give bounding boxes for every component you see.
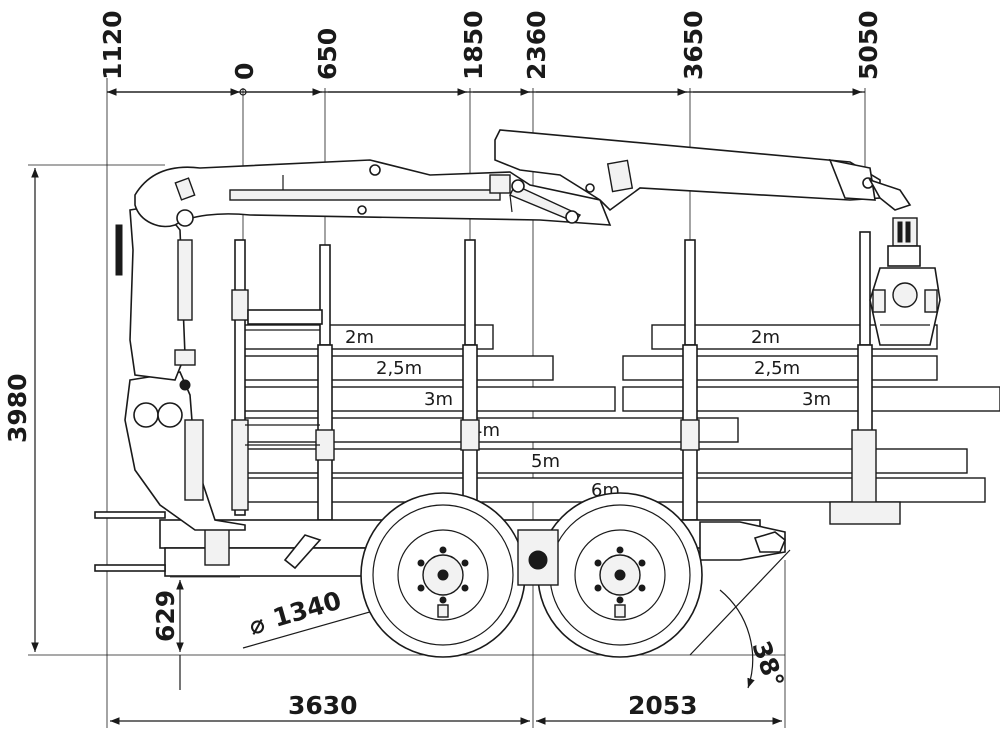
bottom-dimensions: 3630 2053 bbox=[110, 691, 782, 725]
log-label-3m-rear: 3m bbox=[802, 389, 831, 410]
boom-cylinder bbox=[489, 174, 511, 194]
stake-4 bbox=[680, 239, 700, 521]
log-label-5m: 5m bbox=[531, 451, 560, 472]
rear-light bbox=[753, 531, 786, 553]
crane-outer-boom bbox=[494, 129, 912, 212]
height-dimension: 3980 bbox=[3, 168, 39, 652]
log-label-3m-front: 3m bbox=[424, 389, 453, 410]
departure-angle-annotation: 38° bbox=[689, 549, 791, 691]
log-label-25m-rear: 2,5m bbox=[754, 358, 800, 379]
front-wheel bbox=[360, 492, 526, 658]
stake-5 bbox=[851, 231, 877, 521]
bogie-axle bbox=[517, 529, 559, 586]
log-label-2m-rear: 2m bbox=[751, 327, 780, 348]
stakes bbox=[231, 231, 877, 521]
stake-1 bbox=[231, 239, 249, 516]
dim-label-3630: 3630 bbox=[288, 691, 358, 720]
crane-column bbox=[115, 204, 246, 531]
stake-3 bbox=[460, 239, 480, 521]
grapple bbox=[869, 217, 941, 346]
drawbar bbox=[94, 511, 166, 519]
column-cylinder bbox=[177, 239, 193, 321]
diameter-symbol: ⌀ bbox=[246, 609, 268, 641]
log-25m-rear bbox=[622, 355, 938, 381]
crane-main-boom bbox=[134, 159, 612, 228]
log-label-2m-front: 2m bbox=[345, 327, 374, 348]
dim-label-2053: 2053 bbox=[628, 691, 698, 720]
support-leg bbox=[204, 524, 230, 566]
dim-label-5050: 5050 bbox=[854, 10, 883, 80]
top-dimension-labels: 1120 0 650 1850 2360 3650 5050 bbox=[98, 10, 883, 80]
dim-label-0: 0 bbox=[230, 63, 259, 80]
drawbar-lower bbox=[94, 564, 166, 572]
front-leg bbox=[283, 534, 322, 570]
stake-2 bbox=[315, 244, 335, 521]
slew-cylinder bbox=[184, 419, 204, 501]
log-2m-front bbox=[239, 324, 494, 350]
rear-wheel bbox=[537, 492, 703, 658]
dim-label-3980: 3980 bbox=[3, 373, 32, 443]
dim-label-2360: 2360 bbox=[522, 10, 551, 80]
log-labels: 2m 2m 2,5m 2,5m 3m 3m 4m 5m 6m bbox=[345, 327, 831, 501]
dim-label-1340: 1340 bbox=[270, 586, 345, 633]
dim-label-629: 629 bbox=[151, 590, 180, 642]
dim-label-3650: 3650 bbox=[679, 10, 708, 80]
dim-label-1850: 1850 bbox=[459, 10, 488, 80]
dim-label-1120: 1120 bbox=[98, 10, 127, 80]
dim-label-650: 650 bbox=[313, 28, 342, 80]
log-label-25m-front: 2,5m bbox=[376, 358, 422, 379]
log-load bbox=[239, 324, 1000, 503]
log-3m-front bbox=[239, 386, 616, 412]
front-headboard bbox=[245, 309, 323, 446]
rear-bunk bbox=[829, 501, 901, 525]
rotator bbox=[892, 217, 918, 247]
dim-label-38-degrees: 38° bbox=[746, 637, 789, 691]
bed-height-dimension: 629 bbox=[151, 580, 184, 690]
top-dimension-line bbox=[107, 88, 865, 96]
